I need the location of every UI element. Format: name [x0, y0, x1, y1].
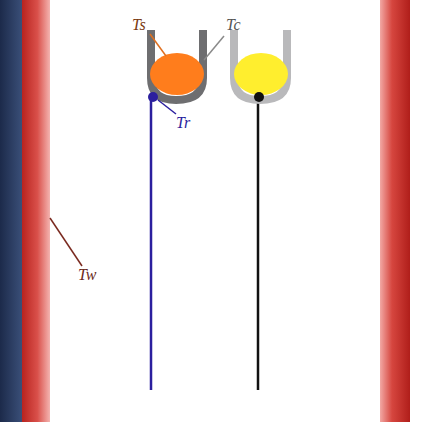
temperature-label: Tw [76, 266, 98, 284]
reference-thermocouple [257, 96, 260, 390]
furnace-wall [22, 0, 50, 422]
sample-crucible [151, 30, 203, 100]
sample-thermocouple [150, 96, 153, 390]
reference-sample [234, 53, 288, 95]
leader-line [150, 34, 166, 56]
sample [150, 53, 204, 95]
temperature-label: Ts [130, 16, 148, 34]
slide-border [0, 0, 22, 422]
thermocouple-junction [254, 92, 264, 102]
temperature-label: Tc [224, 16, 243, 34]
temperature-label: Tr [174, 114, 192, 132]
leader-line [50, 218, 82, 266]
leader-line [158, 100, 176, 114]
leader-line [204, 36, 224, 60]
thermocouple-junction [148, 92, 158, 102]
reference-crucible [234, 30, 287, 100]
furnace-wall [380, 0, 410, 422]
